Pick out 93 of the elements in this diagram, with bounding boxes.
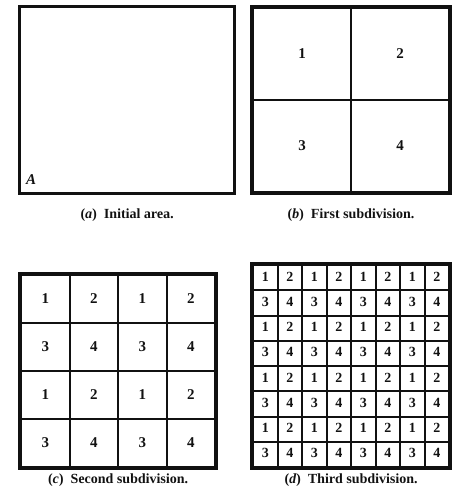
grid-cell: 3	[253, 100, 351, 192]
grid-cell: 4	[376, 340, 400, 366]
grid-cell: 2	[278, 265, 302, 290]
figure-caption: (b) First subdivision.	[288, 207, 414, 223]
grid-cell: 4	[326, 290, 351, 316]
grid-cell: 2	[424, 265, 449, 290]
grid-cell: 2	[70, 275, 118, 323]
figure-caption: (a) Initial area.	[80, 207, 174, 223]
grid-cell: 2	[326, 366, 351, 392]
grid-square	[250, 262, 452, 470]
grid-cell: 2	[326, 316, 351, 341]
figure-caption: (d) Third subdivision.	[284, 472, 418, 488]
grid-cell: 4	[376, 442, 400, 467]
grid-cell: 3	[118, 323, 166, 371]
grid-cell: 3	[253, 391, 278, 416]
grid-cell: 3	[302, 442, 326, 467]
grid-cell: 1	[302, 316, 326, 341]
grid-cell: 3	[21, 419, 70, 467]
grid-cell: 1	[21, 371, 70, 419]
grid-cell: 4	[376, 391, 400, 416]
grid-cell: 1	[351, 265, 376, 290]
grid-cell: 3	[351, 290, 376, 316]
grid-cell: 4	[424, 391, 449, 416]
grid-cell: 4	[278, 290, 302, 316]
grid-cell: 4	[166, 323, 215, 371]
grid-cell: 2	[376, 416, 400, 442]
grid-cell: 3	[351, 442, 376, 467]
grid-cell: 4	[278, 391, 302, 416]
grid-cell: 1	[253, 265, 278, 290]
grid-cell: 3	[253, 340, 278, 366]
grid-cell: 3	[400, 391, 424, 416]
grid-cell: 1	[253, 366, 278, 392]
grid-cell: 4	[424, 340, 449, 366]
grid-cell: 2	[278, 316, 302, 341]
grid-cell: 2	[166, 371, 215, 419]
grid-cell: 4	[326, 391, 351, 416]
grid-cell: 3	[118, 419, 166, 467]
grid-cell: 2	[376, 316, 400, 341]
grid-cell: 2	[376, 265, 400, 290]
grid-cell: 1	[400, 316, 424, 341]
grid-cell: 1	[253, 416, 278, 442]
grid-cell: 4	[424, 290, 449, 316]
grid-cell: 1	[400, 265, 424, 290]
grid-cell: 2	[70, 371, 118, 419]
grid-cell: 1	[302, 416, 326, 442]
grid-cell: 4	[326, 340, 351, 366]
grid-cell: 1	[302, 366, 326, 392]
grid-cell: 2	[278, 366, 302, 392]
grid-cell: 3	[302, 391, 326, 416]
grid-cell: 1	[21, 275, 70, 323]
grid-cell: 1	[351, 416, 376, 442]
grid-cell: 1	[400, 416, 424, 442]
grid-cell: 3	[253, 290, 278, 316]
grid-cell: 1	[253, 316, 278, 341]
grid-cell: 3	[21, 323, 70, 371]
grid-cell: 3	[302, 340, 326, 366]
grid-cell: 2	[166, 275, 215, 323]
grid-cell: 2	[424, 416, 449, 442]
grid-cell: 1	[400, 366, 424, 392]
grid-cell: 4	[424, 442, 449, 467]
grid-cell: 2	[326, 265, 351, 290]
grid-cell: 1	[118, 371, 166, 419]
square-area	[18, 5, 236, 195]
grid-cell: 3	[400, 290, 424, 316]
grid-cell: 3	[253, 442, 278, 467]
grid-square	[250, 5, 452, 195]
figure-caption: (c) Second subdivision.	[48, 472, 188, 488]
grid-cell: 4	[376, 290, 400, 316]
grid-cell: 2	[326, 416, 351, 442]
grid-cell: 3	[351, 391, 376, 416]
grid-cell: 2	[424, 316, 449, 341]
grid-cell: 4	[326, 442, 351, 467]
grid-cell: 1	[302, 265, 326, 290]
grid-cell: 4	[351, 100, 449, 192]
grid-cell: 4	[70, 419, 118, 467]
grid-cell: 3	[351, 340, 376, 366]
grid-cell: 3	[400, 442, 424, 467]
area-label: A	[26, 172, 36, 189]
grid-square	[18, 272, 218, 470]
grid-cell: 1	[351, 316, 376, 341]
grid-cell: 2	[351, 8, 449, 100]
grid-cell: 2	[424, 366, 449, 392]
grid-cell: 3	[400, 340, 424, 366]
grid-cell: 1	[118, 275, 166, 323]
grid-cell: 4	[70, 323, 118, 371]
grid-cell: 4	[278, 442, 302, 467]
grid-cell: 4	[278, 340, 302, 366]
grid-cell: 3	[302, 290, 326, 316]
grid-cell: 1	[253, 8, 351, 100]
grid-cell: 1	[351, 366, 376, 392]
grid-cell: 2	[278, 416, 302, 442]
grid-cell: 4	[166, 419, 215, 467]
grid-cell: 2	[376, 366, 400, 392]
